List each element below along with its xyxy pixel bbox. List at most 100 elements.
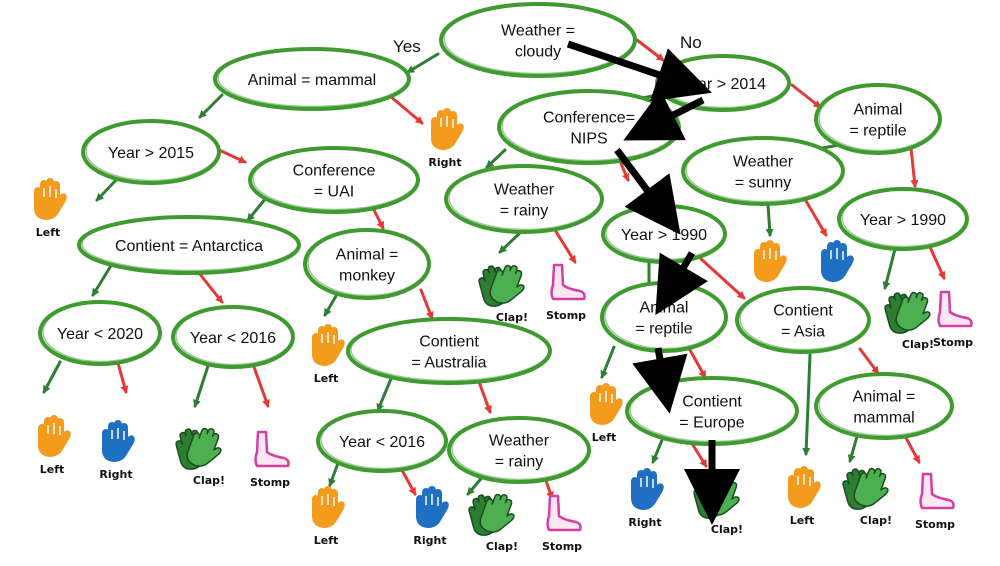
clap-hand-right bbox=[186, 427, 222, 467]
leaf-label: Stomp bbox=[542, 540, 582, 553]
node-label: = rainy bbox=[500, 203, 548, 220]
leaf-stomp-l19: Stomp bbox=[915, 472, 955, 531]
node-ellipse-sketch bbox=[320, 410, 446, 470]
leaf-label: Clap! bbox=[486, 540, 518, 553]
decision-path-arrow-4 bbox=[632, 347, 688, 414]
no-edge-35 bbox=[858, 347, 880, 375]
hand-icon bbox=[754, 240, 787, 282]
node-ellipse-sketch bbox=[350, 318, 550, 382]
node-ellipse-sketch bbox=[85, 120, 219, 182]
foot-icon bbox=[546, 494, 582, 532]
no-edge-41 bbox=[804, 199, 828, 237]
node-ellipse-sketch bbox=[739, 287, 869, 351]
no-edge-27 bbox=[553, 228, 577, 264]
leaf-label: Left bbox=[790, 514, 815, 527]
node-label: = Australia bbox=[411, 355, 486, 372]
node-label: Year > 1990 bbox=[860, 212, 946, 229]
node-ellipse-sketch bbox=[818, 84, 940, 152]
node-ellipse-sketch bbox=[252, 147, 418, 211]
hand-icon bbox=[102, 420, 135, 462]
decision-node-n7: Year < 2020 bbox=[38, 300, 162, 366]
node-label: = reptile bbox=[849, 123, 906, 140]
no-edge-1 bbox=[635, 38, 665, 62]
decision-path-arrow-3 bbox=[655, 251, 708, 316]
leaf-label: Left bbox=[40, 463, 65, 476]
leaf-label: Stomp bbox=[933, 336, 973, 349]
node-label: Animal = mammal bbox=[248, 72, 376, 89]
yes-edge-2 bbox=[198, 93, 224, 119]
decision-path-arrow-0 bbox=[566, 40, 712, 102]
leaf-left-l14: Left bbox=[590, 383, 623, 444]
decision-node-n22: Animal =mammal bbox=[814, 372, 954, 440]
node-label: NIPS bbox=[570, 131, 607, 148]
node-label: Weather bbox=[494, 182, 555, 199]
yes-edge-12 bbox=[42, 360, 62, 394]
hand-finger-lines bbox=[425, 494, 439, 506]
node-ellipse-sketch bbox=[175, 306, 293, 366]
hand-icon bbox=[788, 466, 821, 508]
no-branch-label: No bbox=[680, 33, 702, 52]
decision-node-n20: Weather= sunny bbox=[681, 136, 845, 206]
no-edge-33 bbox=[689, 440, 708, 468]
no-edge-15 bbox=[252, 365, 270, 408]
leaf-label: Clap! bbox=[902, 338, 934, 351]
hand-finger-lines bbox=[640, 476, 654, 488]
leaf-label: Stomp bbox=[546, 309, 586, 322]
node-label: Year > 1990 bbox=[621, 227, 707, 244]
node-label: = Asia bbox=[781, 324, 825, 341]
foot-icon bbox=[550, 263, 586, 301]
yes-edge-30 bbox=[600, 345, 616, 379]
node-label: Year < 2016 bbox=[339, 434, 425, 451]
decision-node-n11: Year < 2016 bbox=[316, 409, 448, 473]
leaf-clap-l5: Clap! bbox=[175, 427, 225, 487]
leaf-label: Stomp bbox=[915, 518, 955, 531]
no-edge-7 bbox=[217, 148, 247, 164]
leaf-left-l17: Left bbox=[788, 466, 821, 527]
hand-icon bbox=[34, 178, 67, 220]
hand-icon bbox=[590, 383, 623, 425]
hand-finger-lines bbox=[599, 391, 613, 403]
leaf-left-l2: Left bbox=[34, 178, 67, 239]
hand-icon bbox=[312, 324, 345, 366]
decision-node-n9: Animal =monkey bbox=[303, 228, 431, 300]
node-label: Weather bbox=[489, 433, 550, 450]
node-label: = UAI bbox=[314, 184, 354, 201]
leaf-right-l4: Right bbox=[99, 420, 135, 481]
decision-node-n1: Weather =cloudy bbox=[439, 2, 637, 78]
node-label: = sunny bbox=[735, 175, 791, 192]
node-label: Year > 2015 bbox=[108, 145, 194, 162]
node-label: Contient = Antarctica bbox=[115, 238, 263, 255]
leaf-label: Left bbox=[592, 431, 617, 444]
no-edge-31 bbox=[688, 348, 707, 379]
highlighted-path-layer bbox=[566, 40, 740, 525]
hand-finger-lines bbox=[321, 494, 335, 506]
node-label: = Europe bbox=[679, 415, 744, 432]
leaf-right-l21 bbox=[821, 240, 854, 282]
node-label: Year < 2020 bbox=[57, 326, 143, 343]
leaf-left-l8: Left bbox=[312, 486, 345, 547]
node-ellipse-sketch bbox=[81, 216, 299, 272]
leaf-label: Clap! bbox=[193, 474, 225, 487]
leaf-stomp-l13: Stomp bbox=[546, 263, 586, 322]
yes-edge-32 bbox=[651, 438, 664, 464]
node-label: Conference= bbox=[543, 110, 635, 127]
decision-node-n12: Weather= rainy bbox=[447, 416, 591, 484]
node-label: Animal = bbox=[336, 247, 399, 264]
hand-finger-lines bbox=[830, 248, 844, 260]
decision-node-n14: Weather = rainy bbox=[444, 164, 604, 234]
decision-node-n21: Year > 1990 bbox=[837, 187, 969, 251]
clap-hand-right bbox=[489, 264, 525, 304]
leaf-clap-l18: Clap! bbox=[842, 467, 892, 527]
hand-finger-lines bbox=[111, 428, 125, 440]
leaf-label: Left bbox=[314, 372, 339, 385]
decision-node-n6: Contient = Antarctica bbox=[77, 215, 301, 275]
foot-icon bbox=[254, 430, 290, 468]
decision-node-n17: Contient= Europe bbox=[625, 376, 799, 446]
hand-icon bbox=[312, 486, 345, 528]
hand-finger-lines bbox=[763, 248, 777, 260]
node-ellipse-sketch bbox=[818, 373, 952, 437]
hand-finger-lines bbox=[47, 423, 61, 435]
no-edge-21 bbox=[400, 468, 417, 496]
